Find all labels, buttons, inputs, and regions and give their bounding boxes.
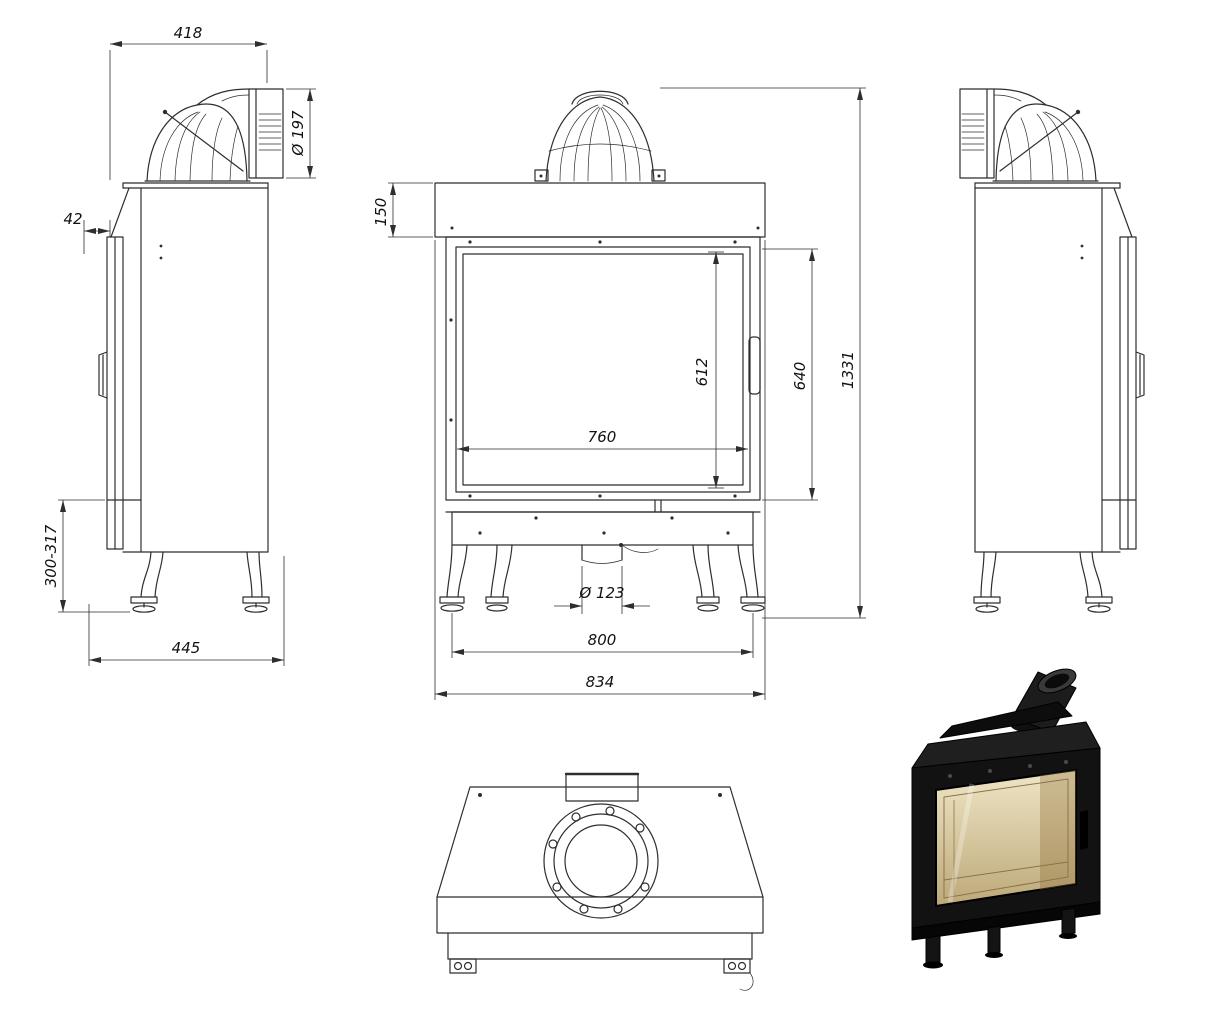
product-render-3d (911, 668, 1101, 969)
dim-side-overall-depth: 445 (172, 639, 201, 657)
dim-side-leg-height: 300-317 (42, 524, 60, 587)
front-view-geometry (434, 90, 766, 612)
dim-side-front-offset: 42 (63, 210, 82, 228)
top-view-geometry (436, 772, 764, 991)
dim-front-hood-height: 150 (372, 198, 390, 227)
front-view-dimensions: 150 612 640 1331 760 Ø 123 800 834 (372, 87, 866, 700)
side-view-geometry (98, 88, 284, 613)
dim-front-body-width: 800 (588, 631, 617, 649)
dim-side-flue-diameter: Ø 197 (289, 110, 307, 157)
dim-front-glass-height: 612 (693, 358, 711, 387)
dim-front-overall-height: 1331 (839, 351, 857, 389)
render-door-handle (1080, 810, 1088, 850)
side-view-left-dimensions: 418 Ø 197 42 300-317 445 (42, 24, 316, 666)
side-view-right (959, 88, 1145, 613)
render-glass-door (935, 769, 1088, 907)
dim-front-glass-width: 760 (588, 428, 617, 446)
dim-front-overall-width: 834 (586, 673, 615, 691)
flue-hatch (258, 113, 282, 151)
dim-front-door-height: 640 (791, 362, 809, 391)
dim-front-air-inlet: Ø 123 (578, 584, 624, 602)
dim-side-top-depth: 418 (174, 24, 203, 42)
door-handle (748, 336, 761, 395)
